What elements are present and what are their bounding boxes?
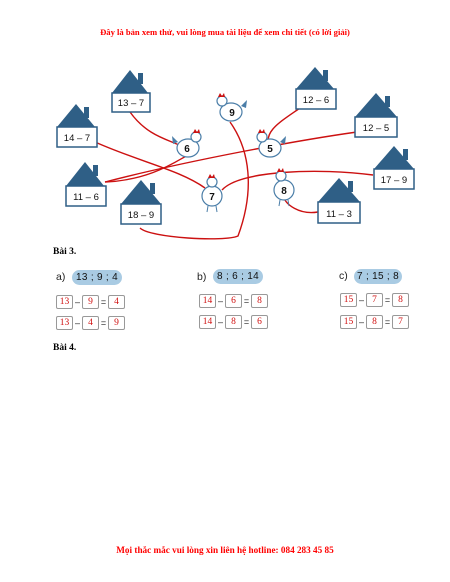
group-b-label: b): [197, 271, 207, 283]
line-11-6-to-6: [104, 154, 189, 183]
svg-text:13 – 7: 13 – 7: [118, 98, 144, 109]
house-12-6: 12 – 6: [295, 67, 337, 110]
chicken-8: 8: [273, 168, 295, 207]
house-13-7: 13 – 7: [111, 70, 151, 113]
matching-puzzle: 13 – 7 12 – 6 14 – 7 12 – 5 11 – 6 17 – …: [56, 67, 415, 240]
group-a-equation-1: 13– 9= 4: [56, 295, 125, 309]
house-18-9: 18 – 9: [120, 180, 162, 225]
house-17-9: 17 – 9: [373, 146, 415, 190]
svg-text:7: 7: [209, 192, 215, 203]
svg-text:11 – 6: 11 – 6: [73, 192, 99, 203]
section-bai-3: Bài 3.: [53, 247, 77, 257]
svg-text:12 – 6: 12 – 6: [303, 95, 329, 106]
svg-text:18 – 9: 18 – 9: [128, 210, 154, 221]
house-11-6: 11 – 6: [65, 162, 107, 207]
svg-text:14 – 7: 14 – 7: [64, 133, 90, 144]
group-b-number-set: 8 ; 6 ; 14: [213, 269, 263, 284]
line-14-7-to-7: [94, 141, 206, 189]
svg-text:11 – 3: 11 – 3: [326, 209, 352, 220]
svg-text:6: 6: [184, 144, 190, 155]
line-18-9-to-9: [139, 121, 249, 240]
group-a-number-set: 13 ; 9 ; 4: [72, 270, 122, 285]
chicken-6: 6: [172, 129, 202, 158]
group-a-label: a): [56, 271, 66, 283]
group-c-number-set: 7 ; 15 ; 8: [354, 269, 402, 284]
svg-text:5: 5: [267, 144, 273, 155]
svg-text:8: 8: [281, 186, 287, 197]
house-12-5: 12 – 5: [354, 93, 398, 138]
svg-text:17 – 9: 17 – 9: [381, 175, 407, 186]
chicken-7: 7: [201, 174, 223, 213]
svg-text:12 – 5: 12 – 5: [363, 123, 389, 134]
line-12-5-to-6: [104, 131, 358, 183]
group-b-equation-2: 14– 8= 6: [199, 315, 268, 329]
house-14-7: 14 – 7: [56, 104, 98, 148]
preview-banner: Đây là bản xem thử, vui lòng mua tài liệ…: [100, 27, 350, 37]
chicken-9: 9: [216, 93, 247, 122]
group-c-equation-1: 15– 7= 8: [340, 293, 409, 307]
chicken-5: 5: [256, 129, 286, 158]
group-a-equation-2: 13– 4= 9: [56, 316, 125, 330]
svg-text:9: 9: [229, 108, 235, 119]
group-c-equation-2: 15– 8= 7: [340, 315, 409, 329]
house-11-3: 11 – 3: [317, 178, 361, 224]
group-c-label: c): [339, 270, 348, 282]
group-b-equation-1: 14– 6= 8: [199, 294, 268, 308]
section-bai-4: Bài 4.: [53, 343, 77, 353]
hotline-banner: Mọi thắc mắc vui lòng xin liên hệ hotlin…: [116, 545, 334, 555]
